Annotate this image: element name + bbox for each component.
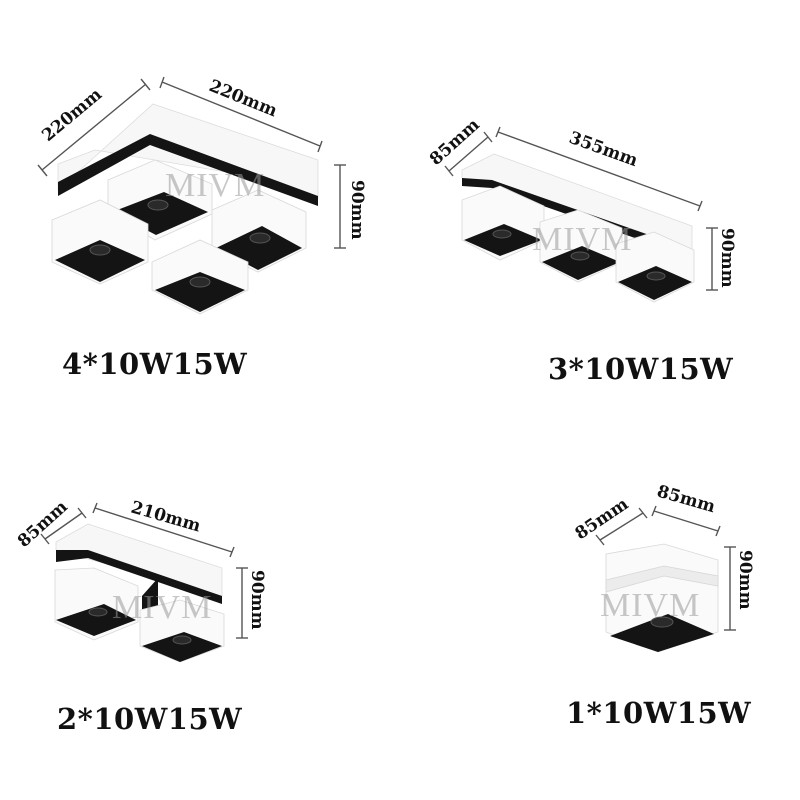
lamp-head — [54, 567, 139, 641]
watermark: MIVM — [600, 587, 700, 624]
quad-fixture-drawing: 220mm 220mm 90mm — [37, 76, 367, 315]
dim-height-text: 90mm — [247, 570, 267, 630]
dim-height-text: 90mm — [347, 180, 367, 240]
lamp-head — [51, 199, 149, 285]
single-fixture-drawing: 85mm 85mm 90mm MIVM — [572, 482, 755, 653]
product-panel-double: 85mm 210mm 90mm MIVM 2*10W15W — [0, 400, 400, 800]
dim-height-text: 90mm — [735, 550, 755, 610]
lamp-head — [151, 239, 249, 315]
product-panel-single: 85mm 85mm 90mm MIVM 1*10W15W — [400, 400, 800, 800]
watermark: MIVM — [112, 589, 212, 626]
dimension-height: 90mm — [236, 567, 267, 639]
lamp-head — [139, 599, 225, 663]
dimension-depth: 85mm — [572, 494, 648, 546]
lamp-head — [539, 209, 623, 283]
lamp-head — [461, 185, 545, 261]
dimension-height: 90mm — [724, 546, 755, 631]
dimension-width: 85mm — [651, 482, 721, 537]
product-panel-triple: 85mm 355mm 90mm — [400, 0, 800, 400]
product-panel-quad: 220mm 220mm 90mm — [0, 0, 400, 400]
dim-depth-text: 85mm — [572, 494, 633, 544]
lamp-head — [605, 543, 719, 653]
dim-width-text: 355mm — [566, 128, 640, 171]
dim-depth-text: 220mm — [38, 85, 106, 146]
dimension-height: 90mm — [334, 164, 367, 249]
watermark: MIVM — [532, 221, 632, 258]
dimension-height: 90mm — [706, 227, 737, 291]
dim-depth-text: 85mm — [426, 115, 484, 170]
product-label-double: 2*10W15W — [57, 702, 243, 736]
lamp-head — [615, 231, 695, 303]
double-fixture-drawing: 85mm 210mm 90mm MIVM — [14, 497, 267, 663]
product-label-triple: 3*10W15W — [548, 352, 734, 386]
product-label-quad: 4*10W15W — [62, 347, 248, 381]
watermark: MIVM — [165, 167, 265, 204]
product-label-single: 1*10W15W — [566, 696, 752, 730]
dim-width-text: 85mm — [655, 482, 718, 518]
triple-fixture-drawing: 85mm 355mm 90mm — [426, 115, 737, 303]
dim-height-text: 90mm — [717, 228, 737, 288]
